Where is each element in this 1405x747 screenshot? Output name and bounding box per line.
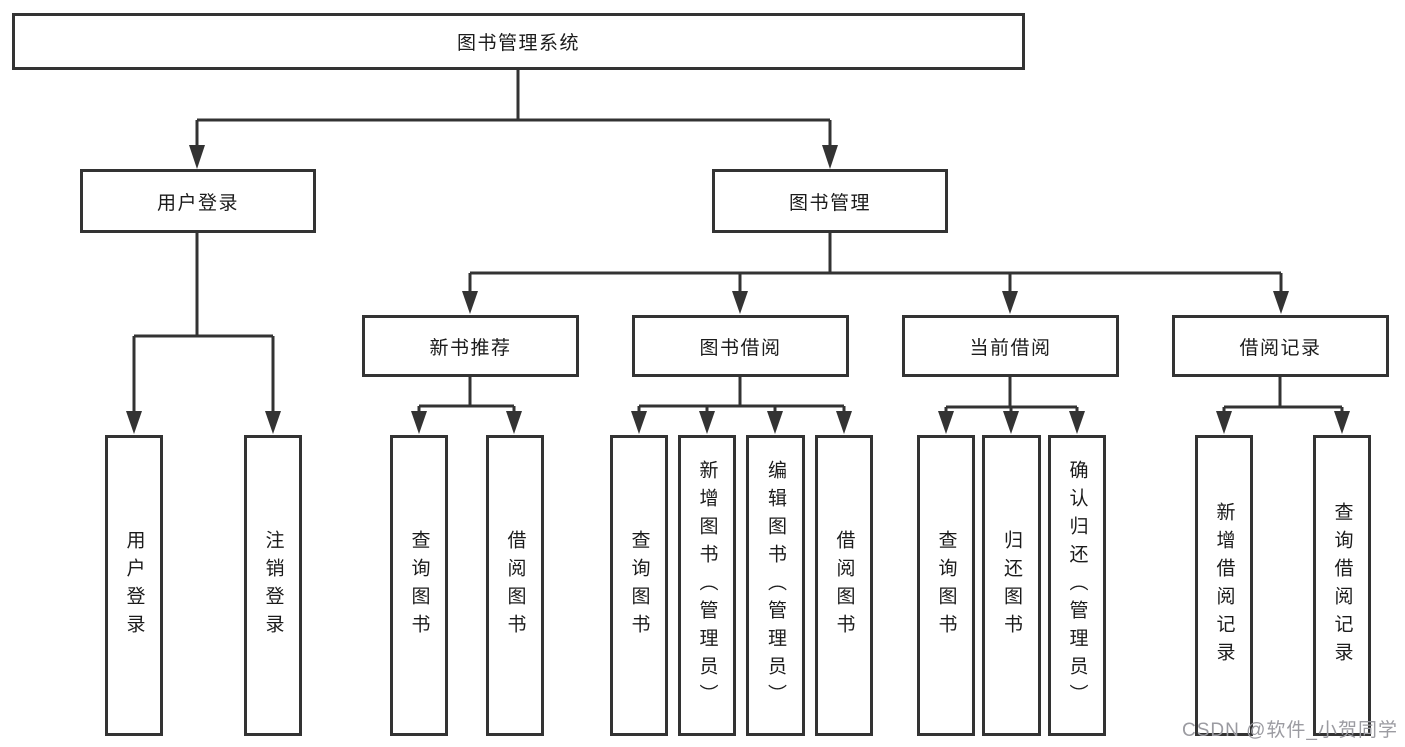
leaf-return-books: 归还图书 bbox=[982, 435, 1041, 736]
node-library-system-label: 图书管理系统 bbox=[456, 33, 580, 54]
node-current-borrowing: 当前借阅 bbox=[902, 315, 1119, 377]
leaf-add-books-admin-label: 新增图书（管理员） bbox=[696, 459, 718, 712]
leaf-return-books-label: 归还图书 bbox=[1001, 529, 1022, 642]
node-book-management: 图书管理 bbox=[712, 169, 948, 233]
leaf-user-login-label: 用户登录 bbox=[123, 529, 145, 642]
leaf-query-borrow-record-label: 查询借阅记录 bbox=[1331, 501, 1353, 670]
leaf-query-books-recommend-label: 查询图书 bbox=[408, 529, 430, 642]
leaf-logout: 注销登录 bbox=[244, 435, 302, 736]
node-borrow-records-label: 借阅记录 bbox=[1239, 337, 1322, 359]
leaf-borrow-books: 借阅图书 bbox=[815, 435, 873, 736]
leaf-confirm-return-admin: 确认归还（管理员） bbox=[1048, 435, 1106, 736]
node-book-borrowing-label: 图书借阅 bbox=[699, 337, 782, 359]
node-library-system: 图书管理系统 bbox=[12, 13, 1025, 70]
node-user-login: 用户登录 bbox=[80, 169, 316, 233]
node-user-login-label: 用户登录 bbox=[156, 192, 239, 214]
node-borrow-records: 借阅记录 bbox=[1172, 315, 1389, 377]
leaf-add-books-admin: 新增图书（管理员） bbox=[678, 435, 736, 736]
arrowheads bbox=[126, 145, 1350, 434]
leaf-logout-label: 注销登录 bbox=[262, 529, 284, 642]
leaf-borrow-books-label: 借阅图书 bbox=[833, 529, 855, 642]
leaf-query-books-borrow: 查询图书 bbox=[610, 435, 668, 736]
node-new-book-recommend: 新书推荐 bbox=[362, 315, 579, 377]
node-current-borrowing-label: 当前借阅 bbox=[969, 337, 1052, 359]
leaf-query-books-borrow-label: 查询图书 bbox=[628, 529, 650, 642]
leaf-add-borrow-record: 新增借阅记录 bbox=[1195, 435, 1253, 736]
leaf-query-books-current: 查询图书 bbox=[917, 435, 975, 736]
leaf-borrow-books-recommend-label: 借阅图书 bbox=[504, 529, 526, 642]
leaf-query-borrow-record: 查询借阅记录 bbox=[1313, 435, 1371, 736]
leaf-query-books-current-label: 查询图书 bbox=[935, 529, 957, 642]
leaf-confirm-return-admin-label: 确认归还（管理员） bbox=[1066, 459, 1088, 712]
leaf-edit-books-admin: 编辑图书（管理员） bbox=[746, 435, 805, 736]
node-book-management-label: 图书管理 bbox=[788, 192, 871, 214]
leaf-edit-books-admin-label: 编辑图书（管理员） bbox=[765, 459, 786, 712]
node-book-borrowing: 图书借阅 bbox=[632, 315, 849, 377]
leaf-borrow-books-recommend: 借阅图书 bbox=[486, 435, 544, 736]
leaf-user-login: 用户登录 bbox=[105, 435, 163, 736]
leaf-query-books-recommend: 查询图书 bbox=[390, 435, 448, 736]
node-new-book-recommend-label: 新书推荐 bbox=[429, 337, 512, 359]
leaf-add-borrow-record-label: 新增借阅记录 bbox=[1213, 501, 1235, 670]
